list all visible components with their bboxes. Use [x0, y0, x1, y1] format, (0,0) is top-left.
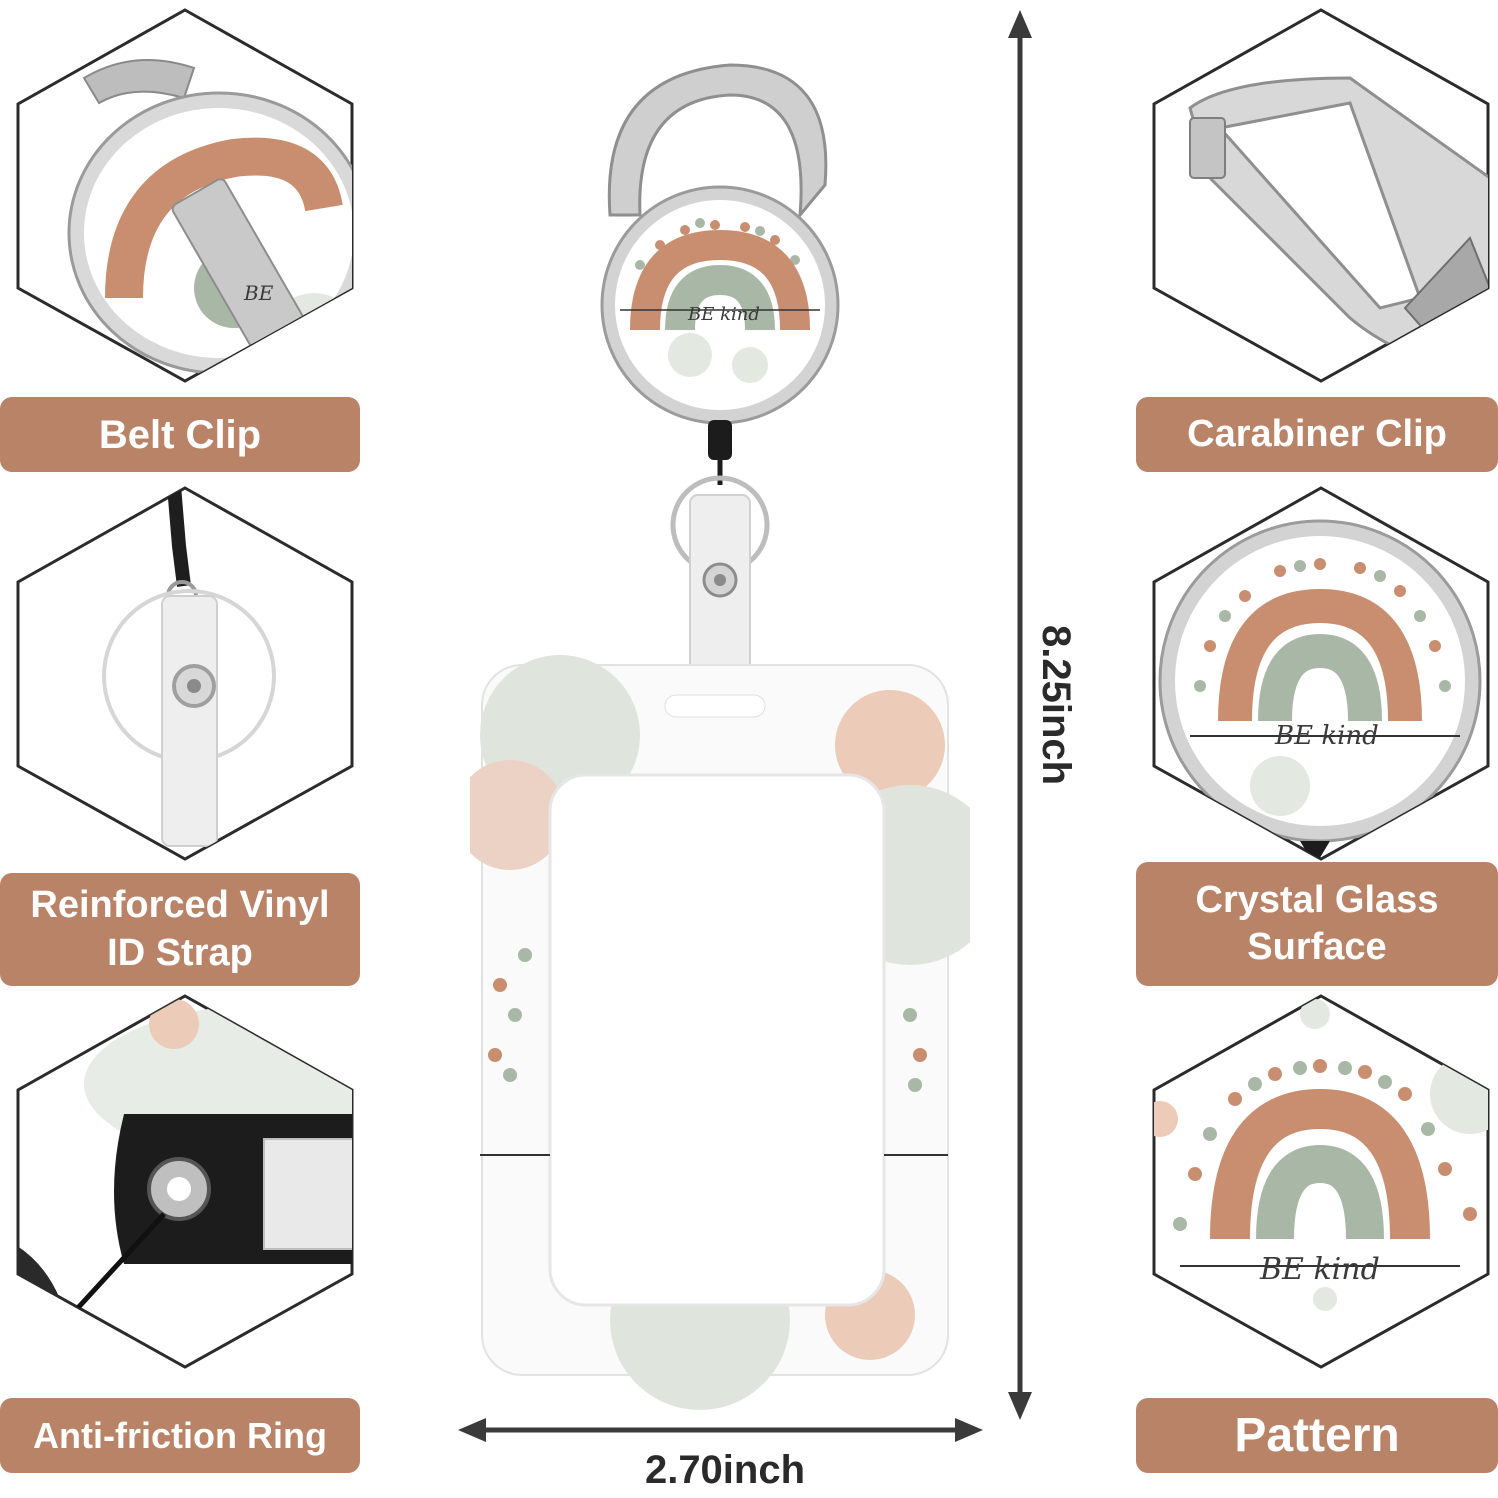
crystal-glass-text-2: Surface	[1247, 926, 1387, 968]
anti-friction-text: Anti-friction Ring	[33, 1415, 327, 1456]
vinyl-strap-hexagon	[14, 486, 356, 861]
svg-text:BE kind: BE kind	[1259, 1252, 1380, 1287]
belt-clip-hexagon: BE	[14, 8, 356, 383]
belt-clip-label: Belt Clip	[0, 397, 360, 472]
badge-motto: BE kind	[687, 304, 760, 325]
vinyl-strap-text-2: ID Strap	[107, 931, 253, 974]
badge-reel-product: BE kind	[470, 55, 970, 1415]
anti-friction-label: Anti-friction Ring	[0, 1398, 360, 1473]
pattern-text: Pattern	[1234, 1408, 1400, 1462]
carabiner-clip-hexagon	[1150, 8, 1492, 383]
belt-clip-text: Belt Clip	[98, 412, 262, 457]
carabiner-clip-text: Carabiner Clip	[1187, 412, 1447, 455]
pattern-label: Pattern	[1136, 1398, 1498, 1473]
height-dimension-arrow	[1000, 10, 1040, 1425]
height-dimension-label: 8.25inch	[1034, 625, 1078, 786]
pattern-hexagon: BE kind	[1150, 994, 1492, 1369]
width-dimension-label: 2.70inch	[644, 1448, 806, 1492]
crystal-glass-label: Crystal Glass Surface	[1136, 862, 1498, 986]
width-dimension-arrow	[458, 1410, 983, 1455]
carabiner-clip-label: Carabiner Clip	[1136, 397, 1498, 472]
anti-friction-hexagon	[14, 994, 356, 1369]
crystal-glass-hexagon: BE kind	[1150, 486, 1492, 861]
vinyl-strap-label: Reinforced Vinyl ID Strap	[0, 873, 360, 986]
svg-text:BE: BE	[243, 281, 274, 305]
svg-text:BE kind: BE kind	[1274, 721, 1379, 751]
crystal-glass-text-1: Crystal Glass	[1195, 878, 1439, 921]
vinyl-strap-text-1: Reinforced Vinyl	[30, 884, 330, 926]
